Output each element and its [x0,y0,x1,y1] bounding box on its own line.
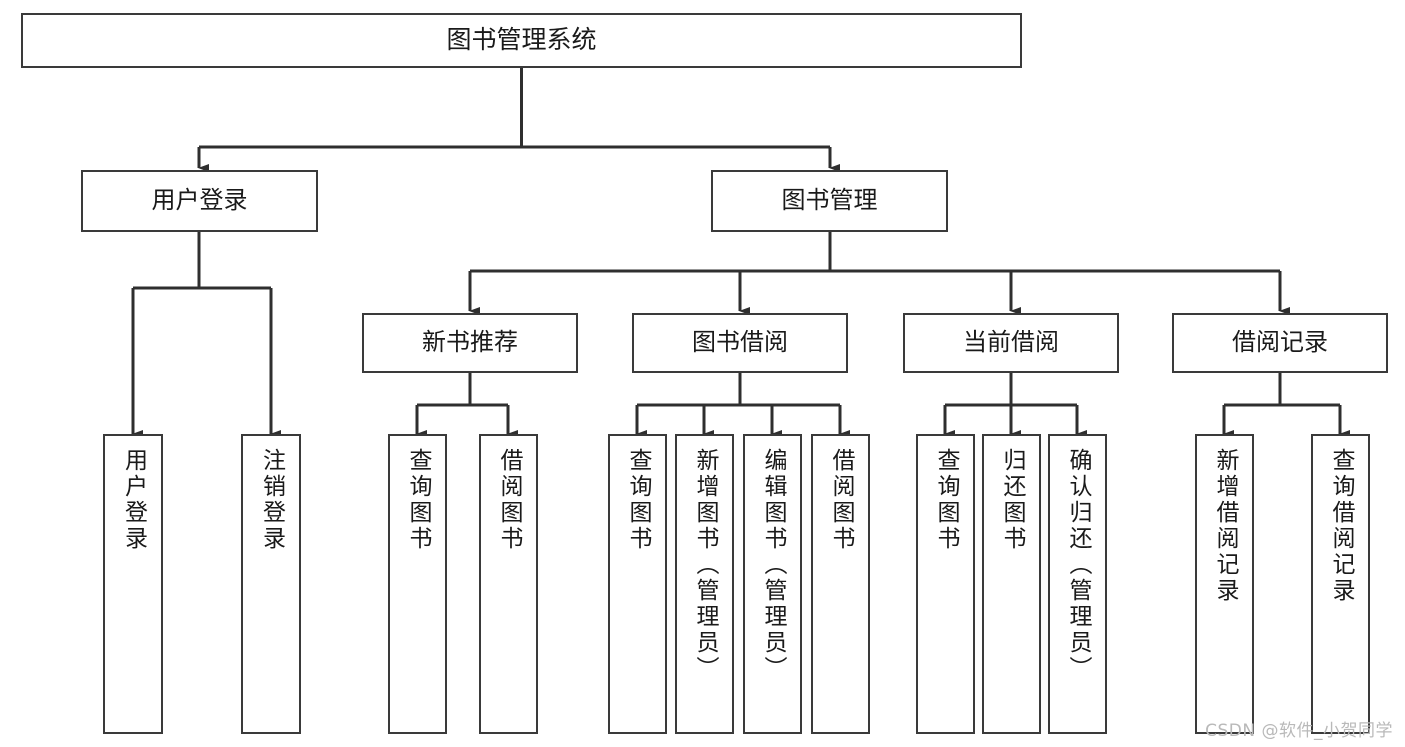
node-user-login-label: 用户登录 [151,186,248,215]
node-book-management-label: 图书管理 [781,186,878,215]
leaf-record-add-record[interactable]: 新增借阅记录 [1195,434,1254,734]
node-user-login[interactable]: 用户登录 [81,170,318,232]
node-current-borrow-label: 当前借阅 [963,328,1059,357]
leaf-newbook-borrow-book[interactable]: 借阅图书 [479,434,538,734]
leaf-borrow-add-book-admin-label: 新增图书（管理员） [692,448,718,682]
leaf-borrow-edit-book-admin-label: 编辑图书（管理员） [760,448,786,682]
leaf-borrow-query-book[interactable]: 查询图书 [608,434,667,734]
node-new-book-recommend[interactable]: 新书推荐 [362,313,578,373]
leaf-logout-label: 注销登录 [258,448,285,552]
node-borrow-record-label: 借阅记录 [1232,328,1328,357]
node-new-book-recommend-label: 新书推荐 [422,328,518,357]
node-book-borrow-label: 图书借阅 [692,328,788,357]
node-current-borrow[interactable]: 当前借阅 [903,313,1119,373]
node-book-borrow[interactable]: 图书借阅 [632,313,848,373]
node-book-management[interactable]: 图书管理 [711,170,948,232]
leaf-current-return-book-label: 归还图书 [999,448,1025,552]
node-root-system[interactable]: 图书管理系统 [21,13,1022,68]
leaf-current-query-book[interactable]: 查询图书 [916,434,975,734]
csdn-watermark: CSDN @软件_小贺同学 [1205,721,1393,741]
leaf-newbook-query-book[interactable]: 查询图书 [388,434,447,734]
leaf-record-query-record[interactable]: 查询借阅记录 [1311,434,1370,734]
leaf-borrow-borrow-book-label: 借阅图书 [828,448,854,552]
leaf-borrow-edit-book-admin[interactable]: 编辑图书（管理员） [743,434,802,734]
node-root-label: 图书管理系统 [446,25,597,55]
leaf-newbook-borrow-book-label: 借阅图书 [496,448,522,552]
leaf-borrow-query-book-label: 查询图书 [625,448,651,552]
leaf-record-add-record-label: 新增借阅记录 [1212,448,1238,604]
leaf-newbook-query-book-label: 查询图书 [405,448,431,552]
leaf-current-confirm-return-admin-label: 确认归还（管理员） [1065,448,1091,682]
leaf-record-query-record-label: 查询借阅记录 [1328,448,1354,604]
leaf-borrow-add-book-admin[interactable]: 新增图书（管理员） [675,434,734,734]
leaf-logout[interactable]: 注销登录 [241,434,301,734]
leaf-current-query-book-label: 查询图书 [933,448,959,552]
leaf-current-return-book[interactable]: 归还图书 [982,434,1041,734]
leaf-borrow-borrow-book[interactable]: 借阅图书 [811,434,870,734]
leaf-current-confirm-return-admin[interactable]: 确认归还（管理员） [1048,434,1107,734]
leaf-user-login-label: 用户登录 [120,448,147,552]
leaf-user-login[interactable]: 用户登录 [103,434,163,734]
node-borrow-record[interactable]: 借阅记录 [1172,313,1388,373]
